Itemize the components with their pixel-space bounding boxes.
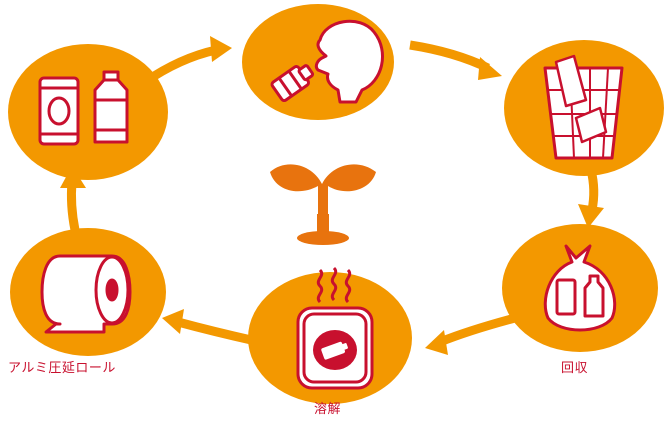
arrowhead-5 (162, 309, 184, 334)
stage-ellipse-consume (8, 44, 168, 180)
melting-pot-icon (296, 266, 374, 390)
arrow-bag-to-melt (438, 313, 517, 347)
label-melting: 溶解 (314, 402, 342, 417)
trash-bin-icon (543, 54, 624, 160)
garbage-bag-icon (543, 244, 617, 332)
arrow-melt-to-roll (176, 317, 261, 347)
arrowhead-1 (210, 36, 232, 62)
label-recovery: 回収 (561, 361, 589, 376)
arrow-drink-to-trash (409, 40, 490, 73)
can-and-bottle-icon (38, 70, 129, 146)
label-rolling: アルミ圧延ロール (8, 361, 116, 376)
arrowhead-3 (578, 204, 604, 228)
sprout-icon (270, 164, 376, 245)
arrow-roll-to-can (66, 181, 80, 231)
arrowhead-2 (478, 57, 502, 80)
aluminum-roll-icon (40, 254, 132, 334)
arrow-trash-to-bag (586, 168, 599, 211)
arrowhead-4 (425, 330, 448, 355)
drinking-person-icon (270, 19, 384, 104)
